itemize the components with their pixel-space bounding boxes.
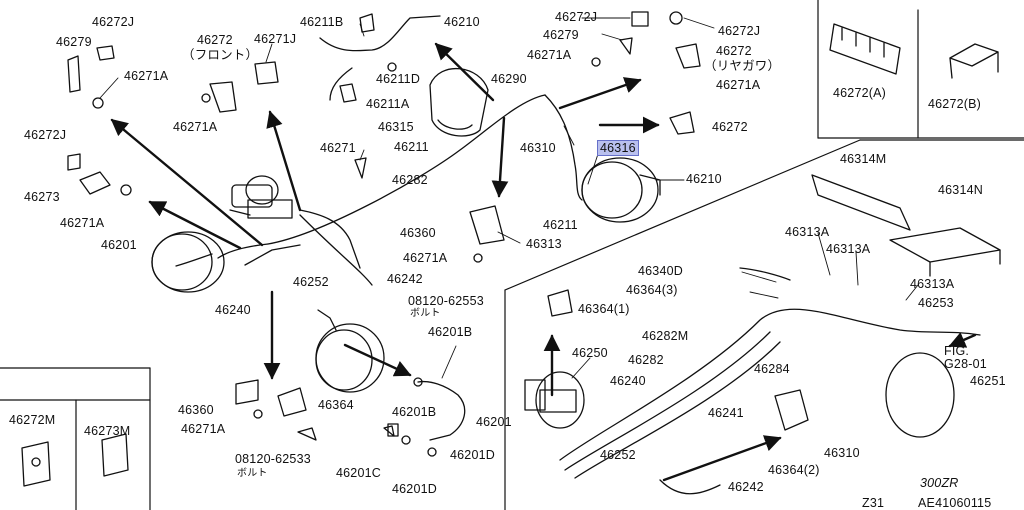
label-46242: 46242 (387, 272, 423, 286)
label-46313A: 46313A (826, 242, 871, 256)
label-46240: 46240 (215, 303, 251, 317)
label-46271A: 46271A (124, 69, 169, 83)
label-46360: 46360 (400, 226, 436, 240)
label-46201: 46201 (101, 238, 137, 252)
label-46271A: 46271A (60, 216, 105, 230)
label-46211: 46211 (394, 140, 429, 154)
front-rotor-left (151, 231, 225, 293)
label-46272B: 46272(B) (928, 97, 982, 111)
label-46210: 46210 (444, 15, 480, 29)
rear-drum-top (429, 68, 489, 137)
frame-members (811, 174, 1001, 277)
label-46272M: 46272M (9, 413, 56, 427)
label-46211: 46211 (543, 218, 578, 232)
label-46360: 46360 (178, 403, 214, 417)
label-bolt-08120-62553: 08120-62553 (408, 294, 484, 308)
label-46315: 46315 (378, 120, 414, 134)
label-46314N: 46314N (938, 183, 983, 197)
label-bolt-jp: ボルト (237, 468, 268, 479)
label-46310: 46310 (824, 446, 860, 460)
label-46313A: 46313A (910, 277, 955, 291)
label-46251: 46251 (970, 374, 1006, 388)
label-46201D: 46201D (392, 482, 437, 496)
label-bolt-jp: ボルト (410, 308, 441, 319)
label-46272: 46272 (712, 120, 748, 134)
label-46271J: 46271J (254, 32, 297, 46)
master-cylinder-top (229, 175, 293, 219)
diagram-code: AE41060115 (918, 496, 992, 510)
label-46253: 46253 (918, 296, 954, 310)
label-46364-2: 46364(2) (768, 463, 820, 477)
label-46282: 46282 (392, 173, 428, 187)
inset-clip-b (949, 43, 999, 79)
label-46252: 46252 (293, 275, 329, 289)
chassis-code: Z31 (862, 496, 885, 510)
label-rear: （リヤガワ） (704, 59, 781, 73)
label-46240: 46240 (610, 374, 646, 388)
label-46252: 46252 (600, 448, 636, 462)
label-46282: 46282 (628, 353, 664, 367)
label-46201D: 46201D (450, 448, 495, 462)
label-46290: 46290 (491, 72, 527, 86)
label-46364-1: 46364(1) (578, 302, 630, 316)
model-code: 300ZR (920, 476, 959, 490)
label-46272J: 46272J (555, 10, 598, 24)
leader-lines (99, 17, 919, 379)
label-46279: 46279 (543, 28, 579, 42)
flex-hose-bottom (387, 377, 466, 457)
label-46271A: 46271A (716, 78, 761, 92)
label-46273: 46273 (24, 190, 60, 204)
label-46201B: 46201B (392, 405, 437, 419)
label-46271: 46271 (320, 141, 356, 155)
label-46211A: 46211A (366, 97, 410, 111)
label-46271A: 46271A (173, 120, 218, 134)
label-46272J: 46272J (24, 128, 67, 142)
label-46272J: 46272J (718, 24, 761, 38)
label-bolt-08120-62533: 08120-62533 (235, 452, 311, 466)
label-46211D: 46211D (376, 72, 421, 86)
brake-tubes-upper (217, 15, 583, 286)
direction-arrows (110, 42, 977, 482)
label-46272A: 46272(A) (833, 86, 887, 100)
label-46242: 46242 (728, 480, 764, 494)
label-46314M: 46314M (840, 152, 887, 166)
label-46282M: 46282M (642, 329, 689, 343)
clips-and-brackets (67, 11, 809, 441)
inset-clip-m (21, 433, 129, 487)
label-46272J: 46272J (92, 15, 135, 29)
label-46364-3: 46364(3) (626, 283, 678, 297)
label-46313: 46313 (526, 237, 562, 251)
label-46271A: 46271A (181, 422, 226, 436)
label-46201: 46201 (476, 415, 512, 429)
label-46273M: 46273M (84, 424, 131, 438)
front-rotor-bottom (315, 309, 385, 393)
label-46250: 46250 (572, 346, 608, 360)
label-46210: 46210 (686, 172, 722, 186)
rear-rotor-lower (559, 267, 981, 495)
label-46201B: 46201B (428, 325, 473, 339)
label-fig-ref[interactable]: G28-01 (944, 357, 987, 371)
label-46201C: 46201C (336, 466, 381, 480)
label-46279: 46279 (56, 35, 92, 49)
label-46313A: 46313A (785, 225, 830, 239)
label-46272-front: 46272 (197, 33, 233, 47)
label-46310: 46310 (520, 141, 556, 155)
label-46271A: 46271A (403, 251, 448, 265)
label-46241: 46241 (708, 406, 744, 420)
label-46340D: 46340D (638, 264, 683, 278)
label-46284: 46284 (754, 362, 790, 376)
label-46211B: 46211B (300, 15, 344, 29)
master-cylinder-bottom (524, 371, 585, 429)
label-46316-highlighted[interactable]: 46316 (597, 140, 639, 156)
label-46271A: 46271A (527, 48, 572, 62)
label-46364: 46364 (318, 398, 354, 412)
label-fig: FIG. (944, 344, 970, 358)
inset-clip-a (829, 23, 901, 75)
label-front: （フロント） (182, 48, 259, 62)
label-46272-rear: 46272 (716, 44, 752, 58)
